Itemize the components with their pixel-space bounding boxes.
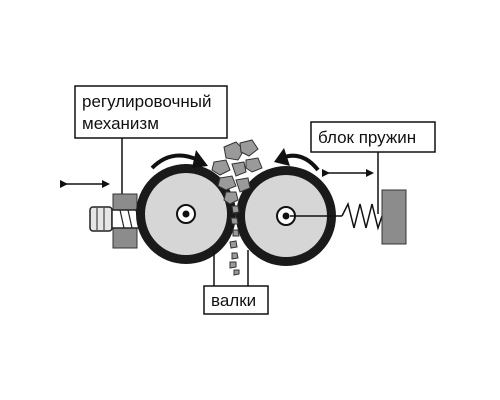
right-roller <box>236 166 336 266</box>
rotation-arrowhead-right <box>274 148 290 166</box>
spring-block-plate <box>381 189 407 245</box>
label-spring-block: блок пружин <box>310 121 436 153</box>
label-adjust-line2: механизм <box>82 114 159 133</box>
label-rollers: валки <box>203 285 269 315</box>
label-spring-text: блок пружин <box>318 128 416 147</box>
left-roller <box>136 164 236 264</box>
label-adjust-line1: регулировочный <box>82 92 211 111</box>
rotation-arrowhead-left <box>192 150 208 168</box>
crushed-material <box>211 139 263 276</box>
rollers-pointer <box>213 250 249 286</box>
label-rollers-text: валки <box>211 291 256 310</box>
curved-arrow-clockwise-icon <box>150 153 199 170</box>
label-adjusting-mechanism: регулировочный механизм <box>74 85 228 139</box>
spring-coil <box>341 201 383 231</box>
